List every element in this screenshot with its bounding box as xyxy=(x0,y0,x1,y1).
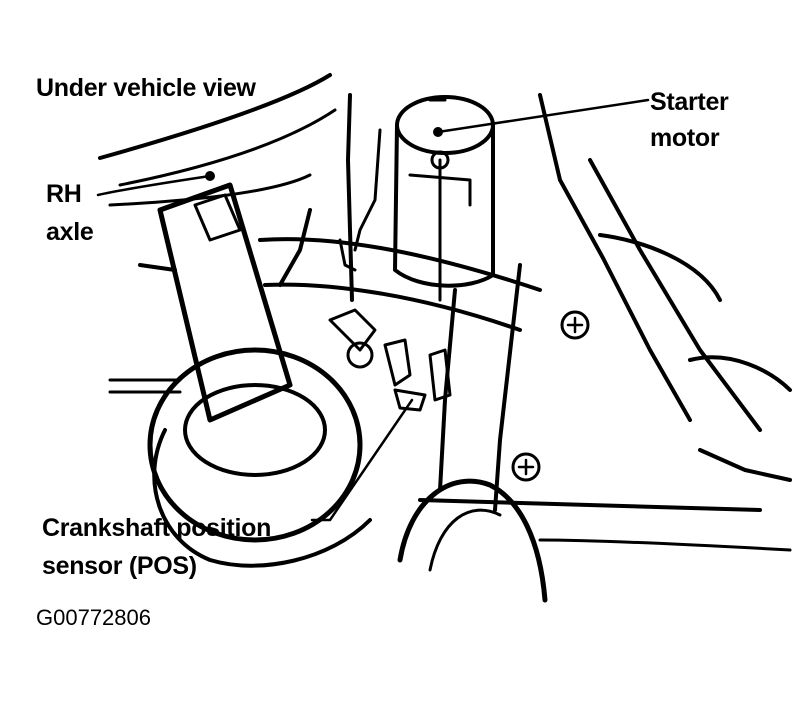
lift-arm xyxy=(138,182,293,423)
body-frame xyxy=(278,93,792,512)
label-sensor-line2: sensor (POS) xyxy=(42,552,197,580)
leader-crankshaft-sensor xyxy=(310,398,414,522)
leader-starter-dot xyxy=(433,127,443,137)
label-axle-line2: axle xyxy=(46,218,94,246)
label-starter-line1: Starter xyxy=(650,88,729,116)
label-starter-line2: motor xyxy=(650,124,720,152)
sensor-cluster xyxy=(328,238,452,412)
tire-outline xyxy=(98,73,337,207)
rh-axle-shaft xyxy=(258,237,542,332)
leader-starter-motor xyxy=(436,98,650,134)
flange xyxy=(397,478,792,603)
bolt-upper xyxy=(560,310,590,340)
label-sensor-line1: Crankshaft position xyxy=(42,514,272,542)
bolt-lower xyxy=(511,452,541,482)
leader-rh-axle xyxy=(96,174,212,197)
starter-motor-body xyxy=(353,95,495,302)
view-title: Under vehicle view xyxy=(36,74,256,102)
axle-housing xyxy=(108,347,372,568)
leader-axle-dot xyxy=(205,171,215,181)
figure-code: G00772806 xyxy=(36,605,151,630)
label-axle-line1: RH xyxy=(46,180,82,208)
